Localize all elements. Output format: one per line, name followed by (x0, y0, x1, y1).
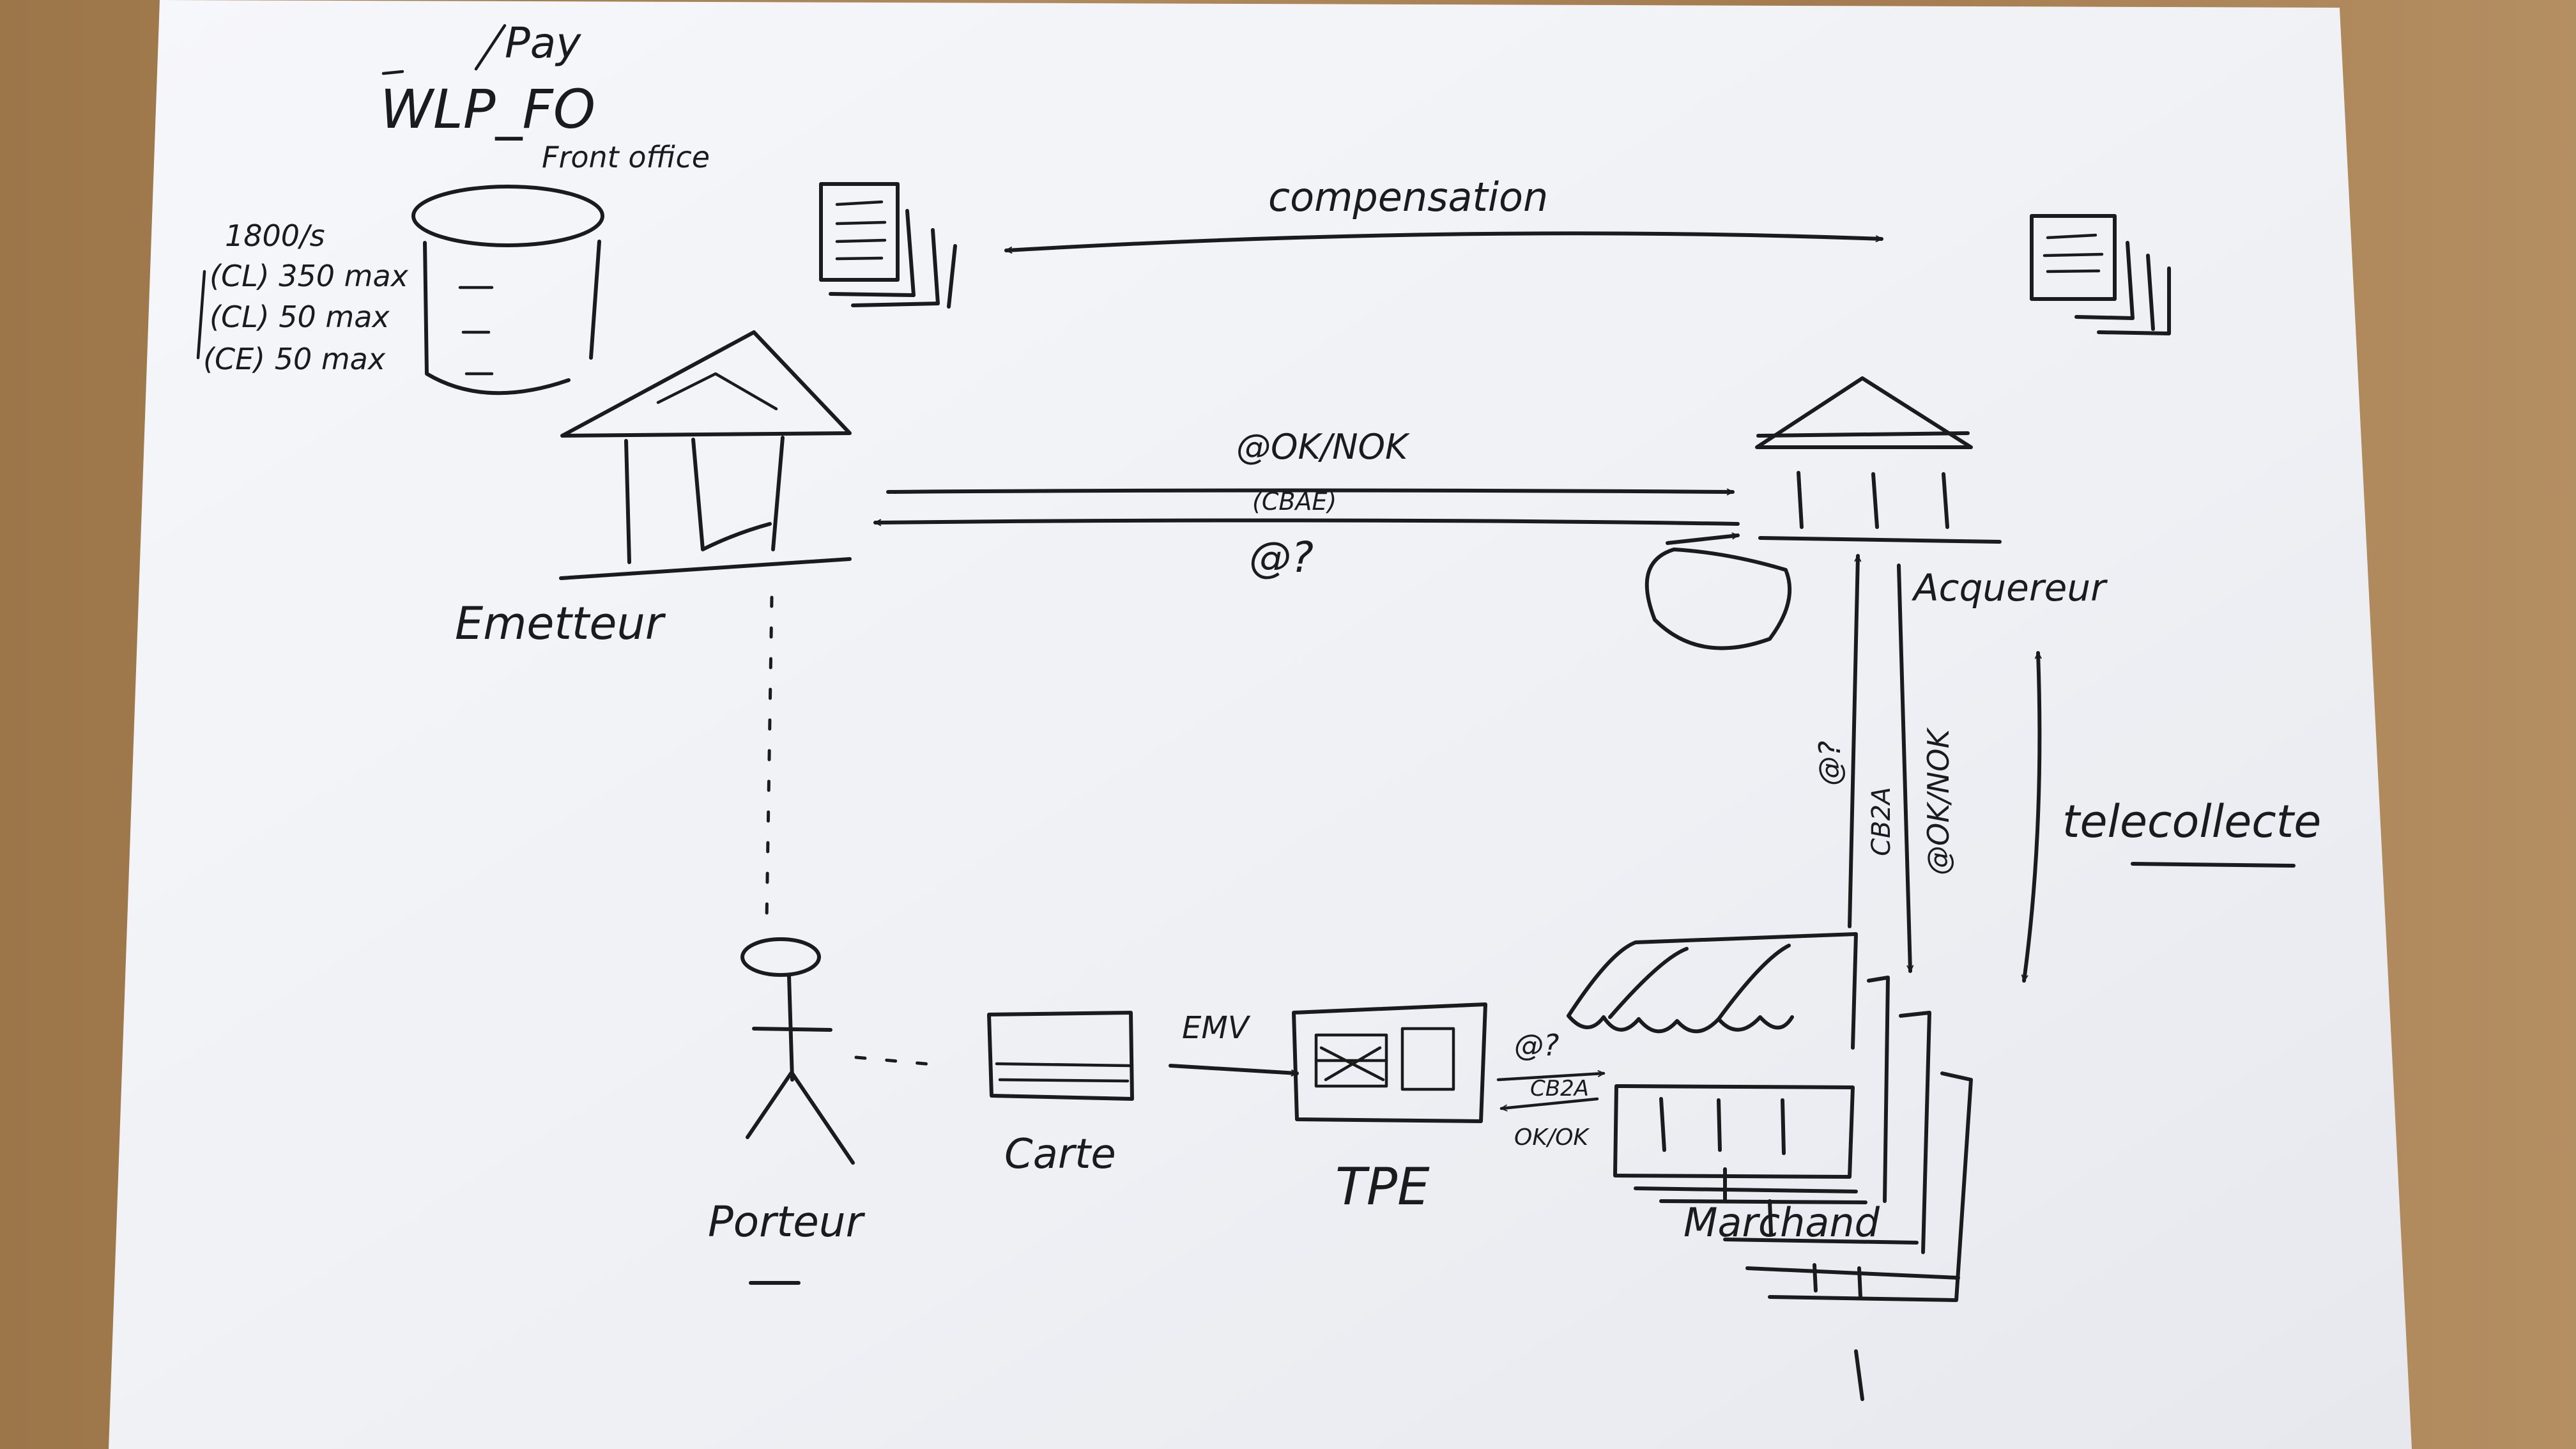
label-tpe-query: @? (1514, 1028, 1559, 1062)
vertical-arrow-down (1897, 564, 1910, 973)
query-arrow (873, 518, 1740, 524)
label-compensation: compensation (1268, 174, 1548, 220)
payment-terminal-icon (1292, 1002, 1487, 1123)
documents-icon-left (819, 182, 957, 309)
label-tpe-ok-nok: OK/OK (1514, 1124, 1590, 1151)
label-tpe-cb2a: CB2A (1530, 1076, 1589, 1101)
label-pay: Pay (505, 19, 581, 68)
bank-building-icon-acquereur (1755, 376, 2002, 544)
compensation-arrow (1004, 231, 1883, 250)
telecollecte-arrow (2024, 651, 2039, 983)
limit-item: (CL) 50 max (210, 300, 390, 334)
label-porteur: Porteur (708, 1197, 866, 1246)
cb2a-arrow-left (1501, 1097, 1599, 1108)
label-vertical-cb2a: CB2A (1867, 787, 1896, 856)
label-cbae: (CBAE) (1252, 487, 1337, 516)
limits-list: 1800/s (CL) 350 max (CL) 50 max (CE) 50 … (196, 218, 409, 376)
shop-building-icon (1567, 932, 1973, 1401)
cb2a-arrow-right (1496, 1073, 1606, 1082)
label-tpe: TPE (1335, 1157, 1430, 1216)
limit-item: (CL) 350 max (210, 259, 409, 293)
label-vertical-ok-nok: @OK/NOK (1921, 727, 1956, 875)
bank-building-icon-emetteur (559, 330, 852, 580)
card-icon (987, 1011, 1134, 1101)
label-vertical-query: @? (1813, 741, 1847, 786)
label-emetteur: Emetteur (455, 597, 666, 650)
person-stick-figure-icon (740, 937, 855, 1165)
self-loop-arrow (1644, 548, 1792, 650)
label-telecollecte: telecollecte (2062, 795, 2321, 848)
database-cylinder-icon (411, 185, 604, 395)
label-query: @? (1249, 533, 1314, 582)
vertical-arrow-up (1848, 554, 1858, 928)
label-front-office: Front office (542, 140, 710, 174)
limit-item: (CE) 50 max (203, 342, 386, 376)
label-marchand: Marchand (1683, 1199, 1880, 1246)
limit-item: 1800/s (225, 218, 325, 253)
label-acquereur: Acquereur (1911, 566, 2108, 610)
emv-arrow (1169, 1064, 1299, 1073)
documents-icon-right (2030, 214, 2171, 335)
label-carte: Carte (1004, 1131, 1116, 1178)
label-emv: EMV (1182, 1010, 1251, 1046)
ok-nok-arrow (886, 491, 1735, 493)
label-wlp-fo: WLP_FO (380, 78, 595, 141)
label-ok-nok: @OK/NOK (1236, 427, 1410, 467)
dashed-link-emetteur-porteur (765, 595, 774, 922)
